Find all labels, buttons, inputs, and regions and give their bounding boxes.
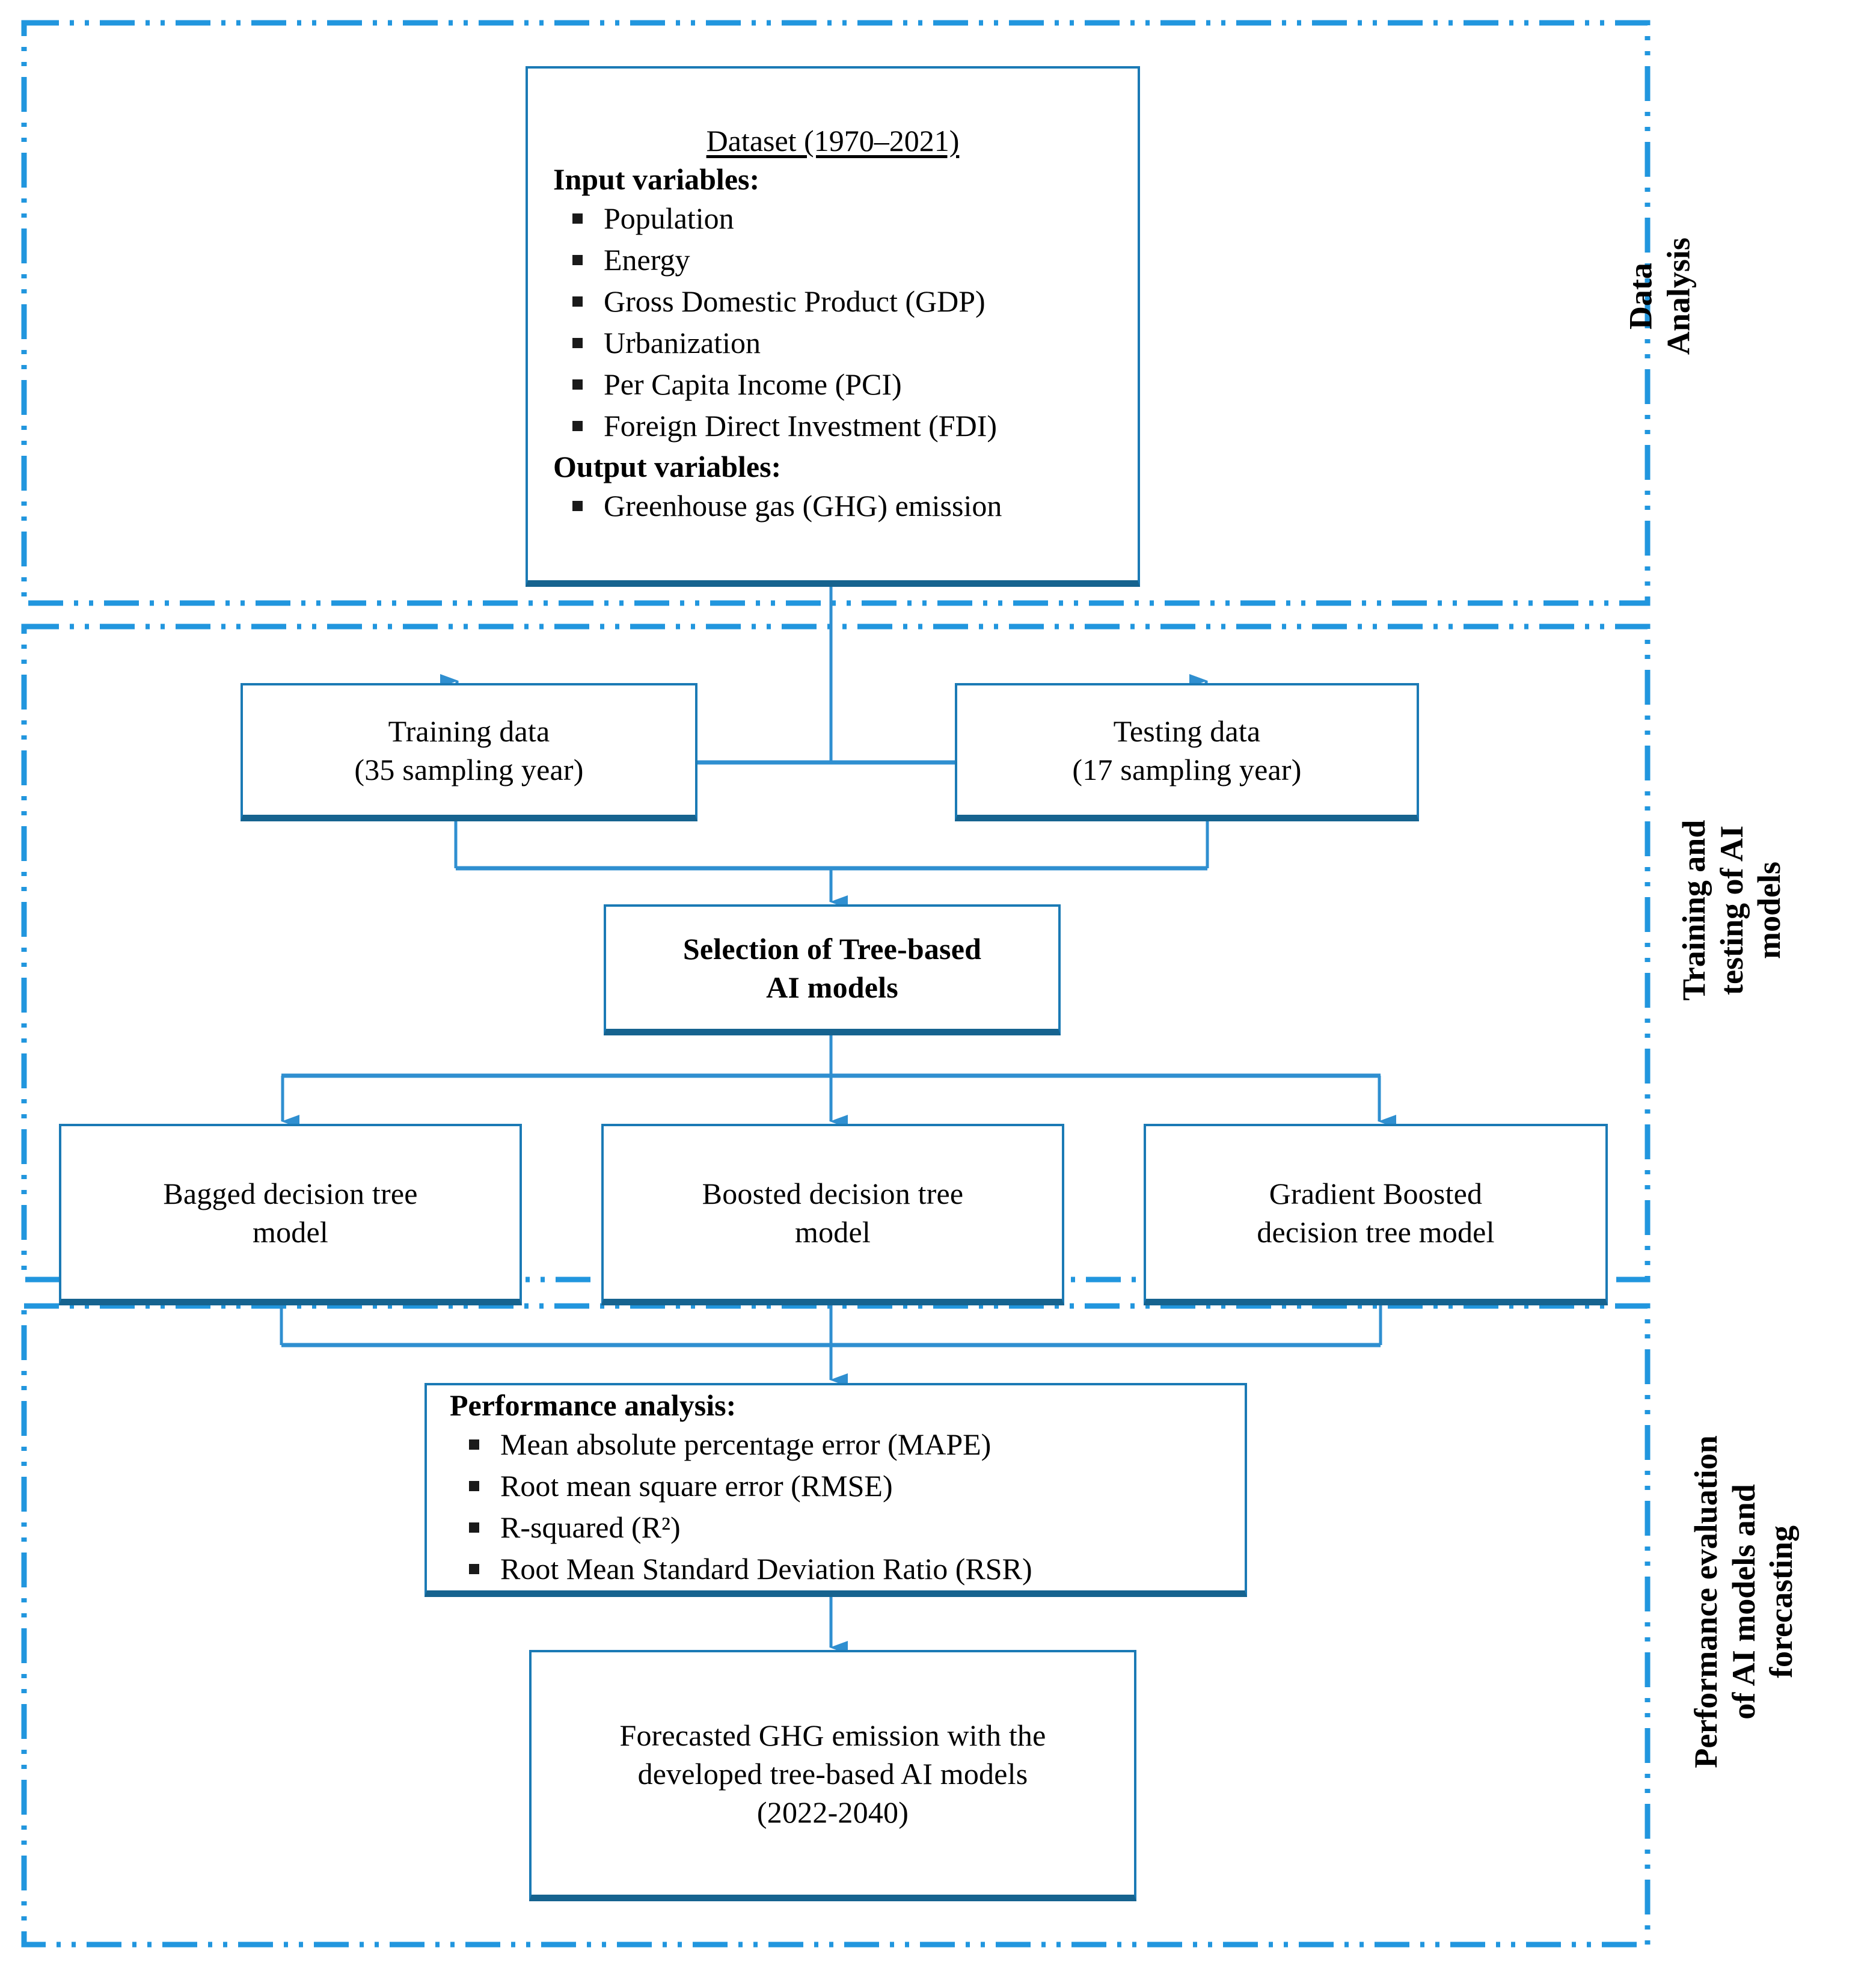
boosted-line2: model [795, 1215, 871, 1249]
section-label-data-analysis: Data Analysis [1622, 238, 1696, 355]
performance-metric-item: Root Mean Standard Deviation Ratio (RSR) [443, 1550, 1229, 1589]
training-data-box: Training data (35 sampling year) [241, 683, 697, 821]
square-bullet-icon [572, 338, 583, 348]
input-variable-item: Energy [546, 241, 1120, 280]
input-variable-item-label: Energy [604, 243, 690, 277]
training-data-line1: Training data [388, 714, 550, 748]
performance-metric-item: Mean absolute percentage error (MAPE) [443, 1425, 1229, 1464]
input-variable-item-label: Population [604, 201, 734, 235]
testing-data-box: Testing data (17 sampling year) [955, 683, 1419, 821]
performance-metric-item-label: R-squared (R²) [500, 1510, 681, 1544]
performance-metric-item: Root mean square error (RMSE) [443, 1467, 1229, 1506]
square-bullet-icon [572, 379, 583, 390]
output-variables-list: Greenhouse gas (GHG) emission [546, 486, 1120, 526]
selection-box: Selection of Tree-based AI models [604, 904, 1061, 1035]
square-bullet-icon [469, 1439, 479, 1450]
testing-data-line1: Testing data [1113, 714, 1261, 748]
training-data-line2: (35 sampling year) [354, 752, 584, 786]
bagged-line1: Bagged decision tree [163, 1176, 418, 1210]
input-variable-item-label: Foreign Direct Investment (FDI) [604, 409, 998, 443]
input-variable-item-label: Per Capita Income (PCI) [604, 367, 902, 401]
dataset-title: Dataset (1970–2021) [706, 124, 960, 158]
input-variable-item: Gross Domestic Product (GDP) [546, 282, 1120, 321]
forecast-line3: (2022-2040) [756, 1795, 909, 1829]
performance-metric-item: R-squared (R²) [443, 1508, 1229, 1547]
input-variable-item: Per Capita Income (PCI) [546, 365, 1120, 404]
performance-metric-item-label: Root Mean Standard Deviation Ratio (RSR) [500, 1551, 1032, 1586]
bagged-decision-tree-box: Bagged decision tree model [59, 1124, 522, 1305]
square-bullet-icon [469, 1480, 479, 1491]
section-label-performance-evaluation: Performance evaluation of AI models and … [1688, 1435, 1800, 1768]
input-variable-item-label: Urbanization [604, 326, 761, 360]
square-bullet-icon [572, 255, 583, 265]
performance-heading: Performance analysis: [450, 1388, 737, 1422]
section-label-training-testing: Training and testing of AI models [1676, 820, 1788, 1001]
output-variable-item-label: Greenhouse gas (GHG) emission [604, 489, 1002, 523]
testing-data-line2: (17 sampling year) [1072, 752, 1302, 786]
gradient-boosted-decision-tree-box: Gradient Boosted decision tree model [1144, 1124, 1608, 1305]
input-variable-item-label: Gross Domestic Product (GDP) [604, 284, 986, 318]
input-variables-heading: Input variables: [553, 162, 760, 196]
output-variable-item: Greenhouse gas (GHG) emission [546, 486, 1120, 526]
input-variable-item: Foreign Direct Investment (FDI) [546, 406, 1120, 446]
square-bullet-icon [469, 1522, 479, 1533]
performance-analysis-box: Performance analysis: Mean absolute perc… [425, 1383, 1247, 1597]
input-variable-item: Urbanization [546, 323, 1120, 363]
output-variables-heading: Output variables: [553, 450, 782, 483]
selection-line2: AI models [766, 970, 898, 1004]
forecast-box: Forecasted GHG emission with the develop… [529, 1650, 1136, 1901]
gradient-line1: Gradient Boosted [1269, 1176, 1483, 1210]
boosted-decision-tree-box: Boosted decision tree model [601, 1124, 1064, 1305]
bagged-line2: model [253, 1215, 328, 1249]
performance-metrics-list: Mean absolute percentage error (MAPE) Roo… [443, 1425, 1229, 1589]
square-bullet-icon [572, 501, 583, 511]
forecast-line1: Forecasted GHG emission with the [619, 1718, 1046, 1752]
square-bullet-icon [572, 296, 583, 307]
dataset-box: Dataset (1970–2021) Input variables: Pop… [526, 66, 1140, 587]
performance-metric-item-label: Mean absolute percentage error (MAPE) [500, 1427, 992, 1461]
boosted-line1: Boosted decision tree [702, 1176, 964, 1210]
selection-line1: Selection of Tree-based [682, 931, 982, 966]
performance-metric-item-label: Root mean square error (RMSE) [500, 1468, 893, 1503]
square-bullet-icon [572, 213, 583, 224]
forecast-line2: developed tree-based AI models [637, 1756, 1028, 1791]
square-bullet-icon [469, 1563, 479, 1574]
input-variable-item: Population [546, 199, 1120, 238]
square-bullet-icon [572, 421, 583, 431]
gradient-line2: decision tree model [1257, 1215, 1495, 1249]
